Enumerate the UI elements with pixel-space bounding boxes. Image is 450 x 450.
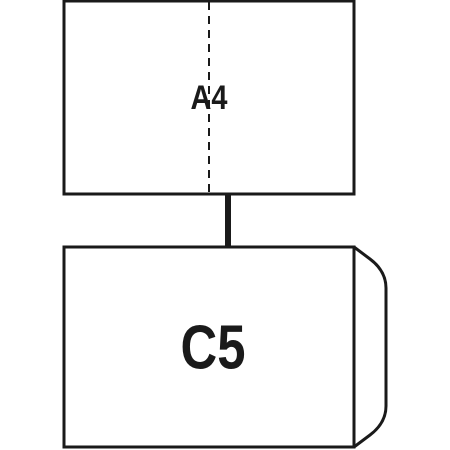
a4-label: A4 [191,78,228,117]
c5-envelope: C5 [62,245,388,449]
a4-sheet: A4 [62,0,356,196]
envelope-flap [353,245,388,449]
c5-label: C5 [181,314,246,383]
